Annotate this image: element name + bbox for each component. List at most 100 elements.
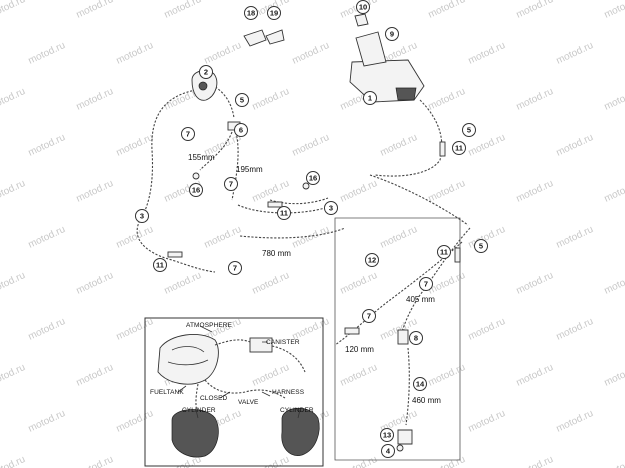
callout-9: 9: [385, 27, 399, 41]
hose-long-diagonal: [369, 174, 469, 226]
watermark-text: motod.ru: [163, 0, 203, 21]
watermark-text: motod.ru: [291, 40, 331, 67]
bracket-19: [265, 29, 285, 45]
callout-13: 13: [380, 428, 394, 442]
hose-12-long: [334, 241, 463, 346]
callout-3: 3: [135, 209, 149, 223]
watermark-text: motod.ru: [515, 86, 555, 113]
callout-7: 7: [228, 261, 242, 275]
callout-3: 3: [324, 201, 338, 215]
watermark-text: motod.ru: [115, 316, 155, 343]
watermark-text: motod.ru: [555, 408, 595, 435]
watermark-text: motod.ru: [467, 132, 507, 159]
bracket-18: [243, 29, 267, 47]
inset-leader-lines: [177, 325, 301, 419]
callout-8: 8: [409, 331, 423, 345]
canister-bracket: [355, 31, 387, 67]
hose-195mm: [231, 131, 239, 201]
clip-16-right: [302, 182, 310, 190]
callout-11: 11: [452, 141, 466, 155]
watermark-text: motod.ru: [75, 86, 115, 113]
callout-number: 13: [383, 431, 391, 440]
callout-circle: [153, 258, 167, 272]
hose-7-top: [211, 84, 235, 119]
inset-label-atmosphere: ATMOSPHERE: [186, 322, 233, 329]
watermark-text: motod.ru: [603, 454, 625, 468]
callout-circle: [419, 277, 433, 291]
watermark-text: motod.ru: [0, 86, 27, 113]
cap-13: [397, 429, 413, 445]
canister-shading: [395, 87, 417, 101]
watermark-text: motod.ru: [339, 178, 379, 205]
watermark-text: motod.ru: [75, 178, 115, 205]
callout-number: 11: [156, 261, 164, 270]
filter-11-mid: [267, 201, 283, 208]
callout-circle: [135, 209, 149, 223]
callout-number: 16: [192, 186, 200, 195]
watermark-text: motod.ru: [27, 316, 67, 343]
callout-7: 7: [181, 127, 195, 141]
callout-number: 7: [186, 130, 190, 139]
callout-16: 16: [189, 183, 203, 197]
dimension-195mm: 195mm: [236, 165, 263, 174]
watermark-text: motod.ru: [115, 40, 155, 67]
inset-label-harness: HARNESS: [272, 389, 305, 396]
callout-number: 5: [240, 96, 244, 105]
inset-label-canister: CANISTER: [266, 339, 300, 346]
callout-number: 9: [390, 30, 394, 39]
callout-number: 2: [204, 68, 208, 77]
watermark-text: motod.ru: [251, 270, 291, 297]
watermark-text: motod.ru: [427, 454, 467, 468]
callout-2: 2: [199, 65, 213, 79]
callout-19: 19: [267, 6, 281, 20]
filter-11-right: [439, 141, 446, 157]
callout-number: 7: [367, 312, 371, 321]
callout-circle: [365, 253, 379, 267]
watermark-text: motod.ru: [203, 40, 243, 67]
watermark-text: motod.ru: [603, 362, 625, 389]
watermark-text: motod.ru: [251, 362, 291, 389]
dimension-460mm: 460 mm: [412, 396, 441, 405]
callout-12: 12: [365, 253, 379, 267]
callout-number: 18: [247, 9, 255, 18]
watermark-text: motod.ru: [163, 270, 203, 297]
inset-cylinder-right: [281, 407, 320, 456]
callout-6: 6: [234, 123, 248, 137]
callout-circle: [306, 171, 320, 185]
hose-3-left: [136, 89, 216, 273]
watermark-text: motod.ru: [515, 362, 555, 389]
hose-3-mid: [269, 197, 329, 205]
fitting-10: [354, 13, 369, 27]
watermark-text: motod.ru: [291, 132, 331, 159]
callout-number: 16: [309, 174, 317, 183]
callout-circle: [244, 6, 258, 20]
connector-120mm: [344, 327, 360, 335]
callout-number: 10: [359, 3, 367, 12]
callout-number: 7: [229, 180, 233, 189]
watermark-text: motod.ru: [27, 40, 67, 67]
watermark-text: motod.ru: [115, 224, 155, 251]
watermark-text: motod.ru: [379, 132, 419, 159]
watermark-text: motod.ru: [555, 40, 595, 67]
dimension-120mm: 120 mm: [345, 345, 374, 354]
inset-box-evap-system: [144, 317, 324, 467]
callout-7: 7: [362, 309, 376, 323]
callout-number: 1: [368, 94, 372, 103]
callout-circle: [381, 444, 395, 458]
callout-4: 4: [381, 444, 395, 458]
inset-label-cylinder-right: CYLINDER: [280, 407, 314, 414]
callout-16: 16: [306, 171, 320, 185]
callout-circle: [199, 65, 213, 79]
inset-fueltank: [157, 334, 219, 385]
watermark-text: motod.ru: [339, 454, 379, 468]
hose-155mm: [199, 131, 233, 171]
callout-circle: [235, 93, 249, 107]
watermark-text: motod.ru: [555, 316, 595, 343]
inset-label-valve: VALVE: [238, 399, 259, 406]
callout-circle: [363, 91, 377, 105]
callout-10: 10: [356, 0, 370, 14]
filter-11-lower: [167, 251, 183, 258]
callout-circle: [189, 183, 203, 197]
plug-4: [396, 444, 404, 452]
